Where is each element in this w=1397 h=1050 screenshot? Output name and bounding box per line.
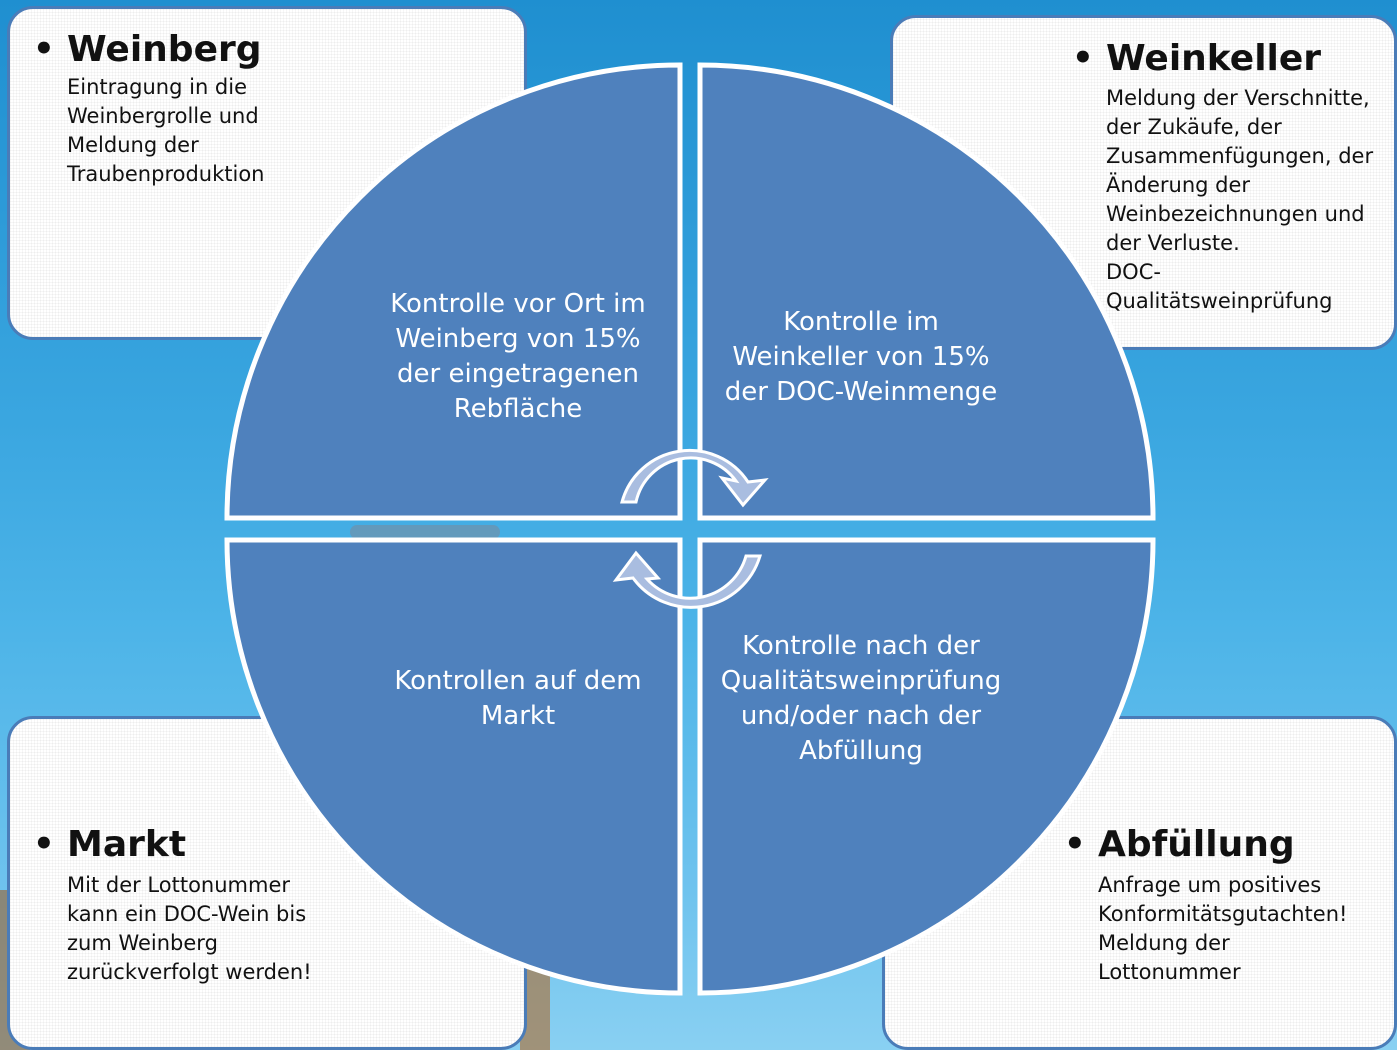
abfuellung-text: Anfrage um positives Konformitätsgutacht…	[1098, 873, 1348, 984]
cycle-arrow-top-icon	[620, 449, 769, 508]
quadrant-bottom-left	[224, 537, 683, 996]
quadrant-group	[224, 62, 1156, 996]
weinberg-text: Eintragung in die Weinbergrolle und Meld…	[67, 75, 265, 186]
quadrant-top-left-label: Kontrolle vor Ort im Weinberg von 15% de…	[390, 289, 646, 424]
quadrant-top-right-label: Kontrolle im Weinkeller von 15% der DOC-…	[724, 307, 998, 407]
weinberg-title: Weinberg	[33, 29, 261, 70]
markt-title: Markt	[33, 824, 186, 865]
weinkeller-text: Meldung der Verschnitte, der Zukäufe, de…	[1106, 86, 1374, 313]
background-crowd-decoration	[350, 525, 500, 539]
markt-text: Mit der Lottonummer kann ein DOC-Wein bi…	[67, 873, 312, 984]
quadrant-bottom-right-label: Kontrolle nach der Qualitätsweinprüfung …	[720, 631, 1002, 766]
weinkeller-title: Weinkeller	[1072, 38, 1321, 79]
abfuellung-title: Abfüllung	[1064, 824, 1295, 865]
quadrant-bottom-left-label: Kontrollen auf dem Markt	[394, 666, 642, 731]
quadrant-bottom-right	[697, 537, 1156, 996]
cycle-arrow-bottom-icon	[612, 550, 763, 609]
quadrant-top-left	[224, 62, 683, 521]
quadrant-top-right	[697, 62, 1156, 521]
